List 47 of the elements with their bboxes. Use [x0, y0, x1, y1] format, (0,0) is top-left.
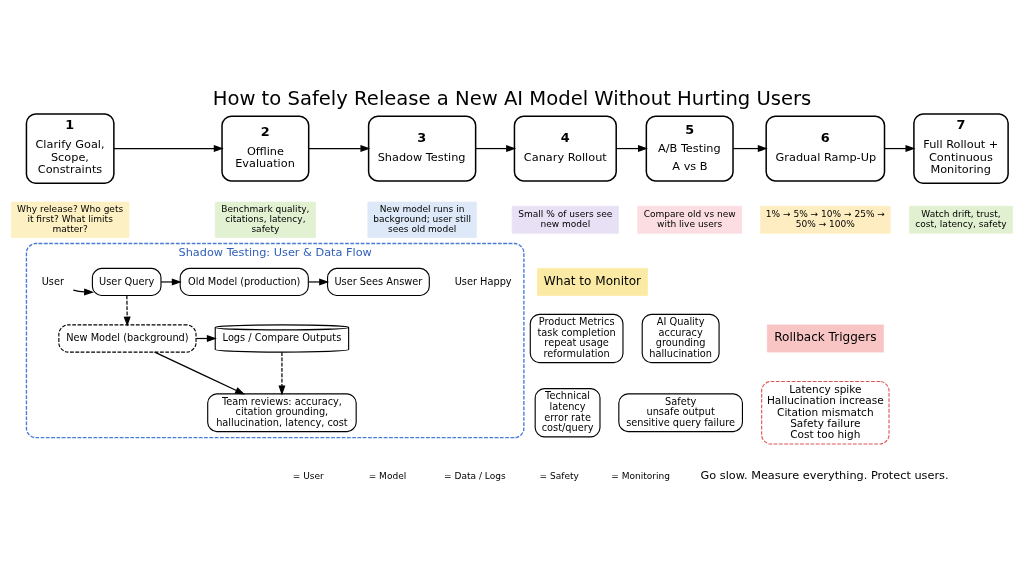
arrow: [72, 288, 95, 296]
legend-label: = Monitoring: [611, 470, 671, 481]
node-box: 5 A/B Testing A vs B: [645, 115, 734, 182]
node-box: 2 Offline Evaluation: [221, 115, 310, 182]
node-box: Compare old vs new with live users: [637, 205, 743, 234]
node-box: User Query: [91, 267, 162, 297]
legend-label: = User: [292, 470, 324, 481]
node-box: 6 Gradual Ramp-Up: [765, 115, 886, 182]
arrow: [308, 145, 371, 153]
arrow: [475, 145, 517, 153]
legend-label: = Model: [368, 470, 407, 481]
node-box: Why release? Who gets it first? What limits matter?: [11, 201, 130, 238]
node-box: 7 Full Rollout + Continuous Monitoring: [913, 113, 1009, 184]
node-box: Latency spike Hallucination increase Citation mismatch Safety failure Cost too high: [761, 380, 890, 445]
arrow: [884, 145, 916, 153]
node-box: AI Quality accuracy grounding hallucination: [641, 313, 720, 364]
legend-label: = Safety: [539, 470, 579, 481]
node-box: What to Monitor: [537, 268, 648, 296]
node-box: Technical latency error rate cost/query: [534, 388, 601, 438]
node-box: User Sees Answer: [326, 267, 430, 297]
node-box: 4 Canary Rollout: [513, 115, 617, 182]
arrow: [113, 145, 224, 153]
node-box: Safety unsafe output sensitive query failure: [618, 393, 743, 433]
arrow: [278, 351, 286, 396]
node-text: User Happy: [454, 275, 512, 287]
node-box: 1% → 5% → 10% → 25% → 50% → 100%: [760, 205, 891, 234]
diagram-title: How to Safely Release a New AI Model Without Hurting Users: [212, 86, 812, 110]
node-box: Watch drift, trust, cost, latency, safety: [909, 205, 1013, 234]
node-box: Benchmark quality, citations, latency, safety: [214, 201, 316, 238]
label: Go slow. Measure everything. Protect users.: [700, 469, 949, 483]
node-box: Old Model (production): [179, 267, 309, 297]
node-box: Rollback Triggers: [766, 324, 884, 353]
node-text: User: [41, 275, 64, 287]
node-box: Team reviews: accuracy, citation grounding, hallucination, latency, cost: [207, 393, 357, 433]
arrow: [123, 295, 131, 327]
node-box: 3 Shadow Testing: [367, 115, 477, 182]
node-box: New model runs in background; user still sees old model: [367, 201, 477, 238]
node-box: Product Metrics task completion repeat usage reformulation: [529, 313, 624, 364]
node-box: New Model (background): [58, 324, 197, 353]
node-box: Small % of users see new model: [511, 205, 619, 234]
arrow: [307, 278, 330, 286]
arrow: [615, 145, 648, 153]
node-box: 1 Clarify Goal, Scope, Constraints: [25, 113, 115, 184]
arrow: [160, 278, 182, 286]
arrow: [154, 351, 245, 395]
legend-label: = Data / Logs: [444, 470, 506, 481]
arrow: [732, 145, 768, 153]
